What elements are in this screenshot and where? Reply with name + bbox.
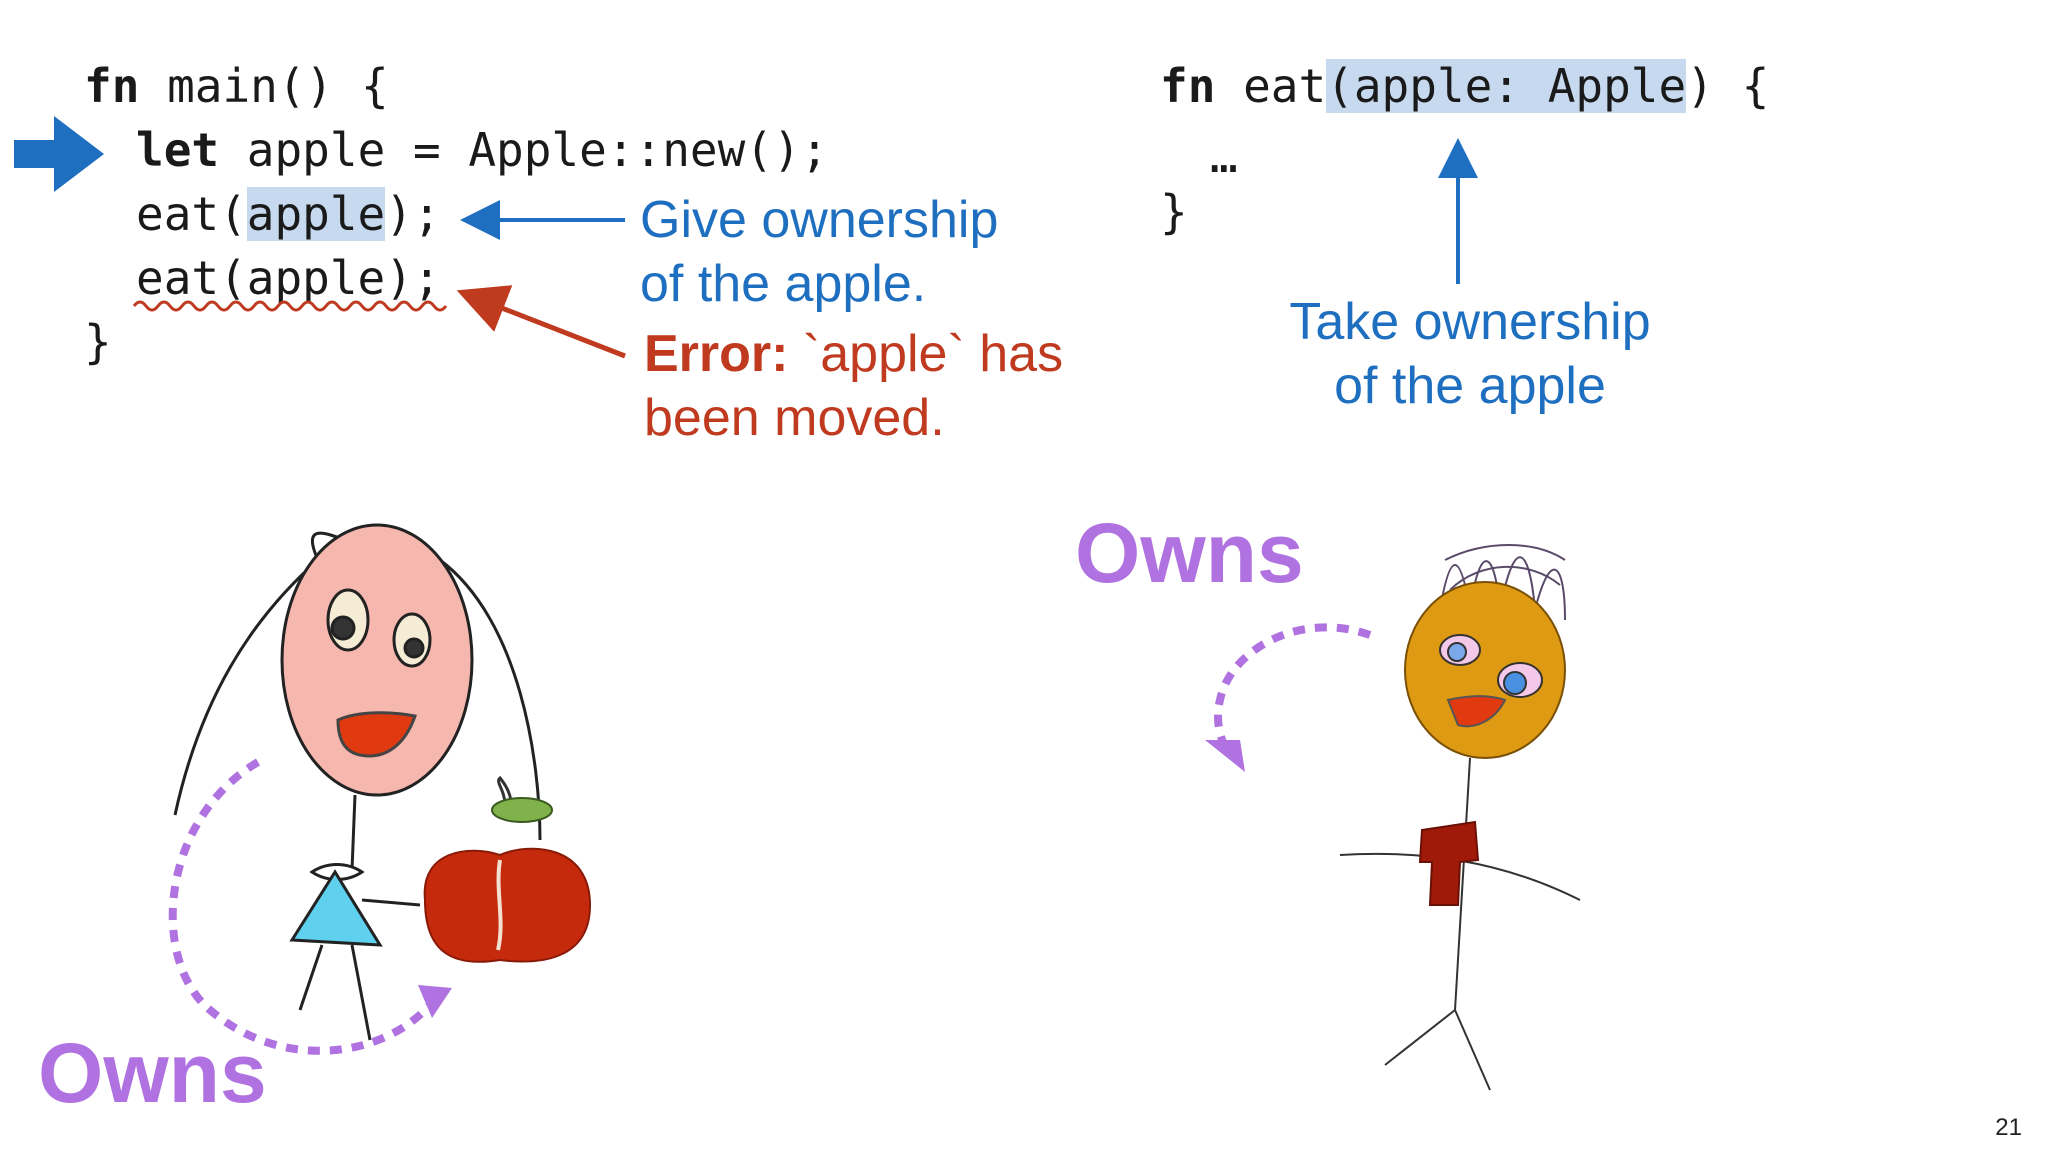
note-line: been moved.	[644, 389, 945, 447]
keyword-fn: fn	[1160, 59, 1216, 113]
arrowhead-icon	[418, 985, 452, 1018]
owns-label-left: Owns	[38, 1026, 267, 1120]
note-line: of the apple.	[640, 255, 927, 313]
error-text: `apple` has	[788, 325, 1064, 383]
note-line: Error: `apple` has	[644, 322, 1063, 386]
left-code-line-5: }	[84, 310, 112, 374]
error-squiggle	[132, 300, 448, 312]
highlighted-argument: apple	[246, 187, 386, 241]
code-text: }	[1160, 185, 1188, 239]
keyword-fn: fn	[84, 59, 140, 113]
owns-label-right: Owns	[1075, 506, 1304, 600]
current-line-arrow-icon	[14, 116, 104, 192]
error-note: Error: `apple` has been moved.	[644, 322, 1063, 450]
left-code-line-2: let apple = Apple::new();	[136, 118, 828, 182]
left-code-line-1: fn main() {	[84, 54, 389, 118]
code-text: eat(	[136, 187, 247, 241]
give-ownership-note: Give ownership of the apple.	[640, 188, 998, 316]
boy-drawing	[1339, 544, 1581, 1091]
note-line: Give ownership	[640, 191, 999, 249]
page-number: 21	[1995, 1114, 2022, 1141]
error-label: Error:	[644, 325, 789, 383]
girl-drawing	[173, 523, 542, 1041]
arrowhead-icon	[1205, 740, 1245, 772]
right-code-line-1: fn eat(apple: Apple) {	[1160, 54, 1769, 118]
code-text: );	[385, 187, 441, 241]
highlighted-parameter: (apple: Apple	[1326, 59, 1687, 113]
left-code-line-3: eat(apple);	[136, 182, 441, 246]
code-text: eat(apple);	[136, 251, 441, 305]
code-text: }	[84, 315, 112, 369]
code-text: …	[1210, 129, 1238, 183]
note-line: of the apple	[1334, 357, 1606, 415]
owns-cycle-arrow-left	[168, 758, 433, 1055]
code-text: eat	[1215, 59, 1327, 113]
right-code-line-2: …	[1210, 124, 1238, 188]
owns-cycle-arrow-right	[1214, 623, 1372, 755]
error-arrow	[456, 285, 626, 359]
code-text: main() {	[139, 59, 389, 113]
apple-drawing	[423, 775, 592, 963]
right-code-line-3: }	[1160, 180, 1188, 244]
left-code-line-4-error: eat(apple);	[136, 246, 441, 310]
note-line: Take ownership	[1289, 293, 1651, 351]
code-text: ) {	[1686, 59, 1770, 113]
keyword-let: let	[136, 123, 220, 177]
take-ownership-note: Take ownership of the apple	[1240, 290, 1700, 418]
code-text: apple = Apple::new();	[219, 123, 829, 177]
